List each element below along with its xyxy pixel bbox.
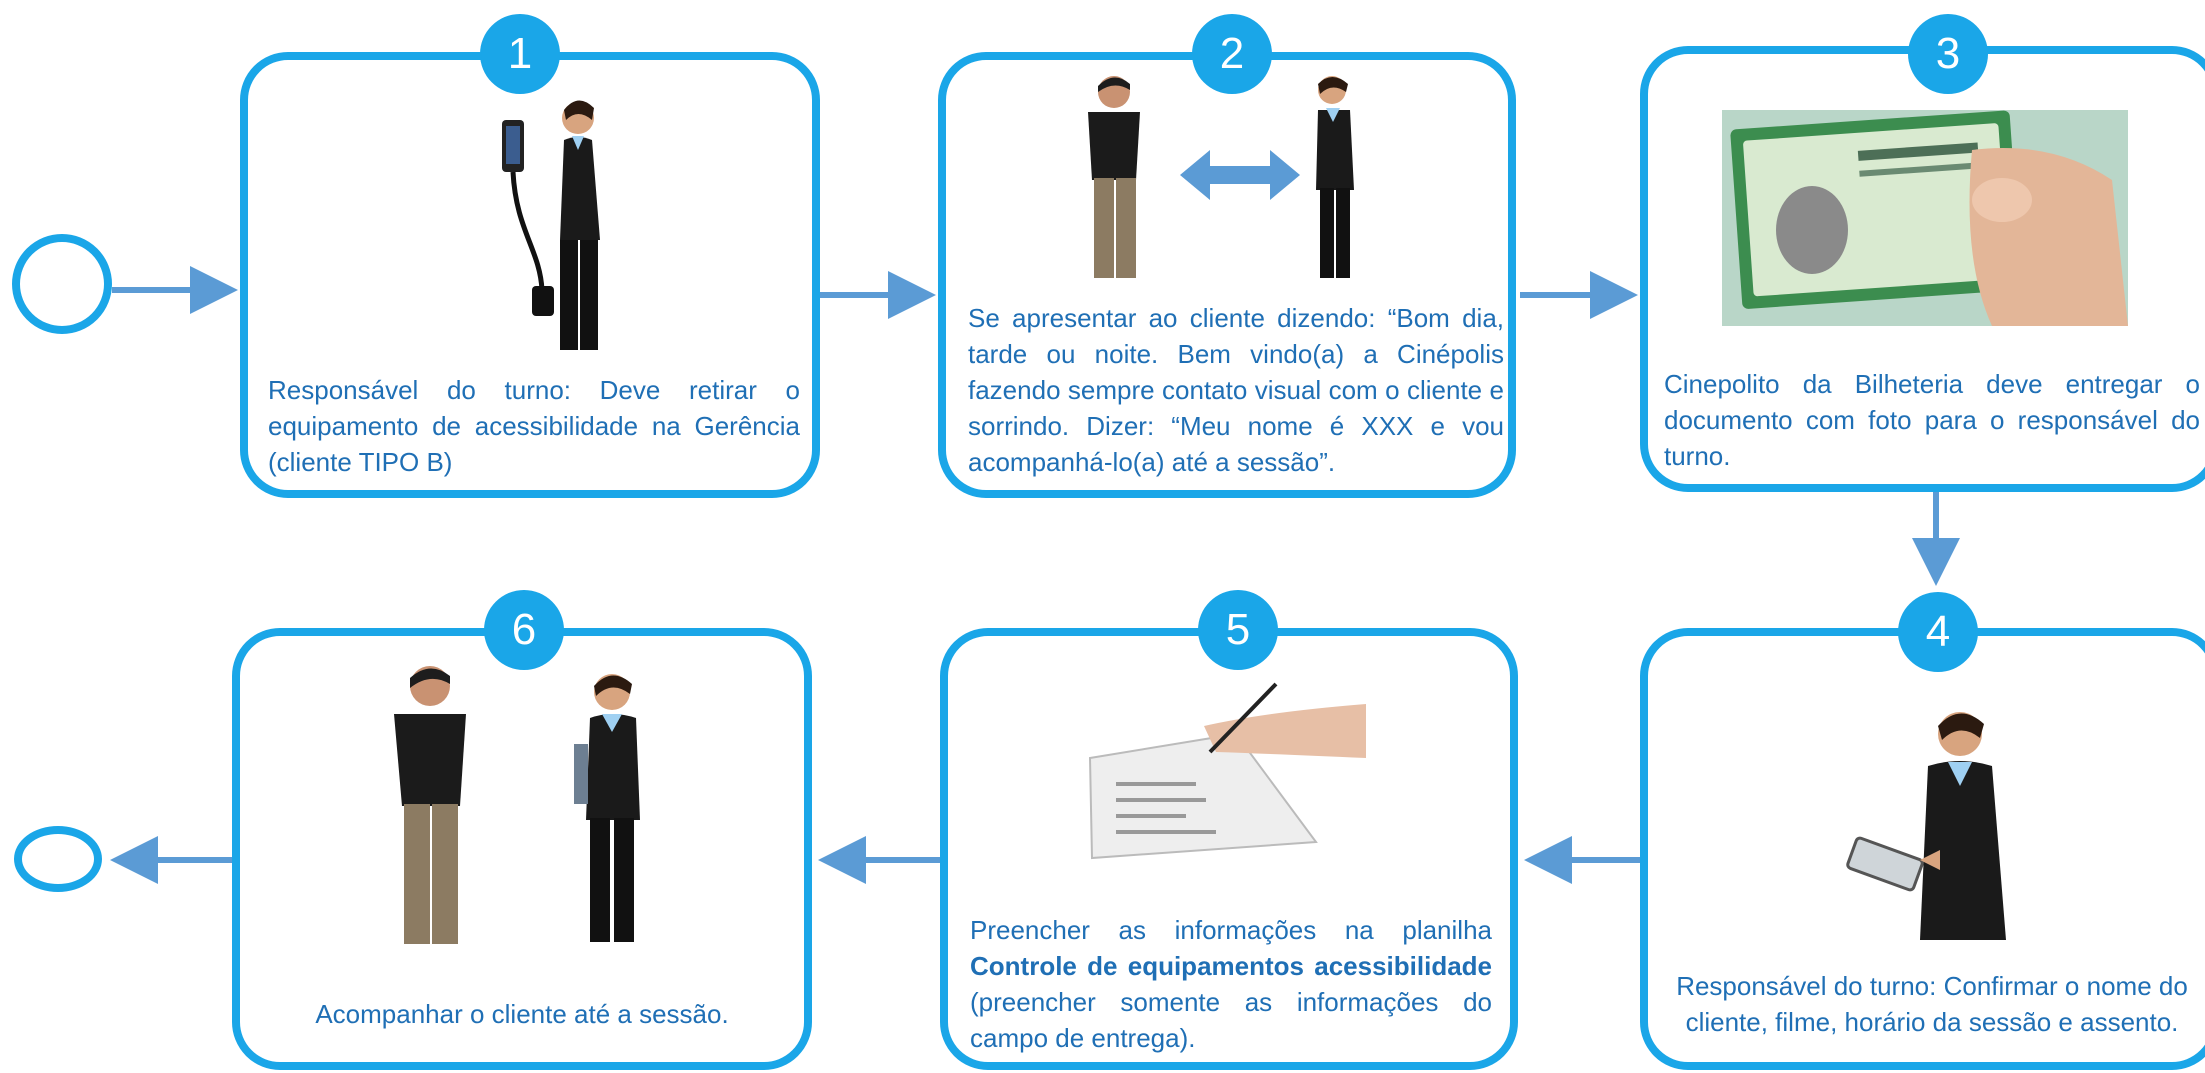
step-6-text: Acompanhar o cliente até a sessão.	[315, 999, 729, 1029]
filling-form-photo	[1088, 682, 1366, 860]
staff-greeting-client-figure	[1088, 76, 1354, 278]
step-4-box	[1640, 628, 2205, 1070]
step-1-text: Responsável do turno: Deve retirar o equ…	[268, 375, 800, 477]
step-3-number: 3	[1908, 14, 1988, 94]
step-1-number: 1	[480, 14, 560, 94]
step-5-text-before: Preencher as informações na planilha	[970, 915, 1492, 945]
step-4-text: Responsável do turno: Confirmar o nome d…	[1676, 971, 2188, 1037]
start-circle	[12, 234, 112, 334]
id-document-photo	[1722, 110, 2128, 326]
end-circle	[14, 826, 102, 892]
staff-accompanying-client-figure	[394, 666, 640, 944]
step-2-text: Se apresentar ao cliente dizendo: “Bom d…	[968, 303, 1504, 477]
step-5-text-after: (preencher somente as informações do cam…	[970, 987, 1492, 1053]
step-4-number: 4	[1898, 592, 1978, 672]
staff-with-device-figure	[502, 100, 600, 350]
step-6-box	[232, 628, 812, 1070]
step-6-number: 6	[484, 590, 564, 670]
step-1-box	[240, 52, 820, 498]
step-5-number: 5	[1198, 590, 1278, 670]
staff-with-tablet-figure	[1846, 712, 2006, 940]
step-3-text: Cinepolito da Bilheteria deve entregar o…	[1664, 369, 2200, 471]
step-5-text: Preencher as informações na planilha Con…	[970, 912, 1492, 1056]
step-2-number: 2	[1192, 14, 1272, 94]
step-5-text-bold: Controle de equipamentos acessibilidade	[970, 951, 1492, 981]
